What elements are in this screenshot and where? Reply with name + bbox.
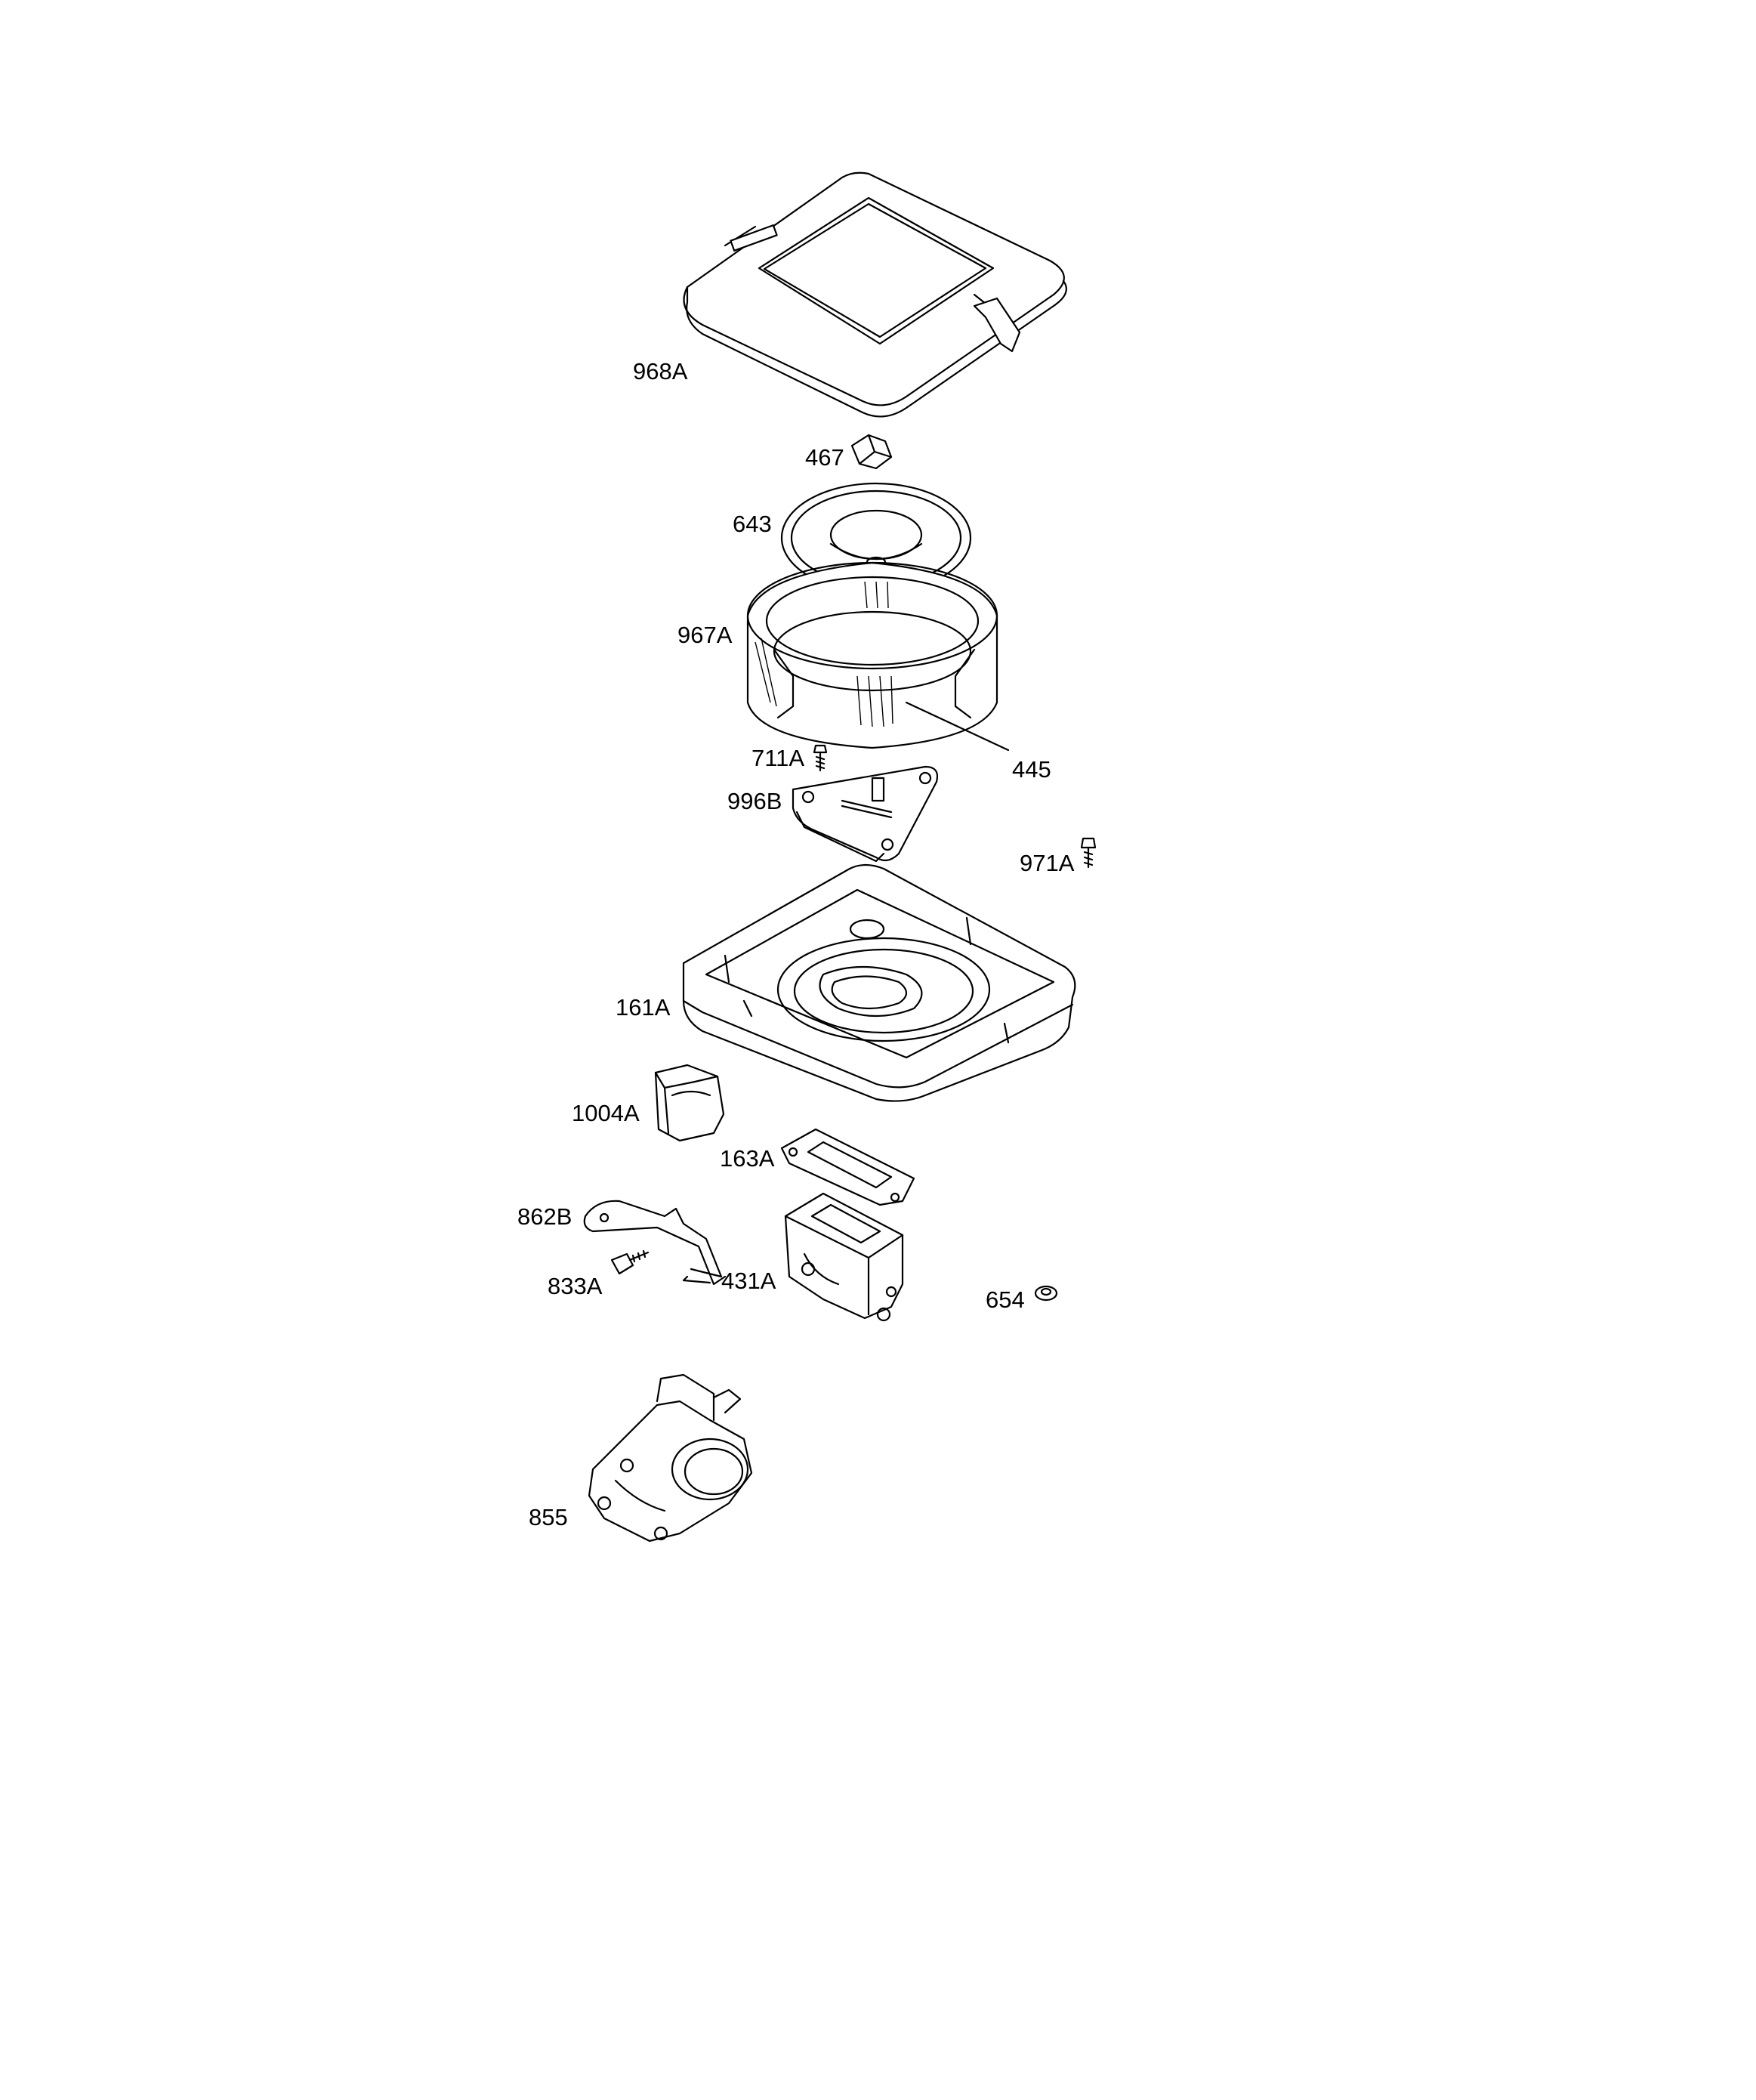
part-968A-cover-drawing (683, 171, 1067, 418)
label-711A: 711A (751, 745, 805, 771)
part-163A-gasket-drawing (780, 1128, 915, 1206)
part-711A-screw-drawing (813, 744, 828, 772)
label-643: 643 (733, 511, 772, 537)
label-968A: 968A (633, 358, 688, 384)
label-967A: 967A (677, 622, 733, 648)
part-431A-adapter-drawing (784, 1192, 904, 1322)
label-996B: 996B (727, 788, 782, 814)
label-833A: 833A (548, 1273, 603, 1299)
label-654: 654 (986, 1286, 1025, 1313)
part-1004A-elbow-drawing (654, 1064, 725, 1142)
label-431A: 431A (721, 1268, 776, 1294)
part-855-intake-drawing (588, 1373, 753, 1543)
part-967A-filter-drawing (746, 561, 1010, 752)
label-862B: 862B (517, 1203, 572, 1230)
part-654-nut-drawing (1034, 1285, 1058, 1302)
part-971A-screw-drawing (1080, 837, 1097, 869)
part-833A-screw-drawing (610, 1249, 650, 1275)
part-161A-base-drawing (682, 863, 1076, 1102)
label-161A: 161A (616, 994, 671, 1021)
label-971A: 971A (1020, 850, 1075, 876)
label-1004A: 1004A (572, 1100, 640, 1126)
part-467-nut-drawing (850, 434, 893, 470)
label-467: 467 (805, 444, 844, 471)
label-445: 445 (1012, 756, 1051, 783)
label-163A: 163A (720, 1145, 775, 1172)
part-862B-link-drawing (583, 1200, 727, 1286)
part-996B-bracket-drawing (792, 765, 939, 863)
label-855: 855 (529, 1504, 568, 1530)
